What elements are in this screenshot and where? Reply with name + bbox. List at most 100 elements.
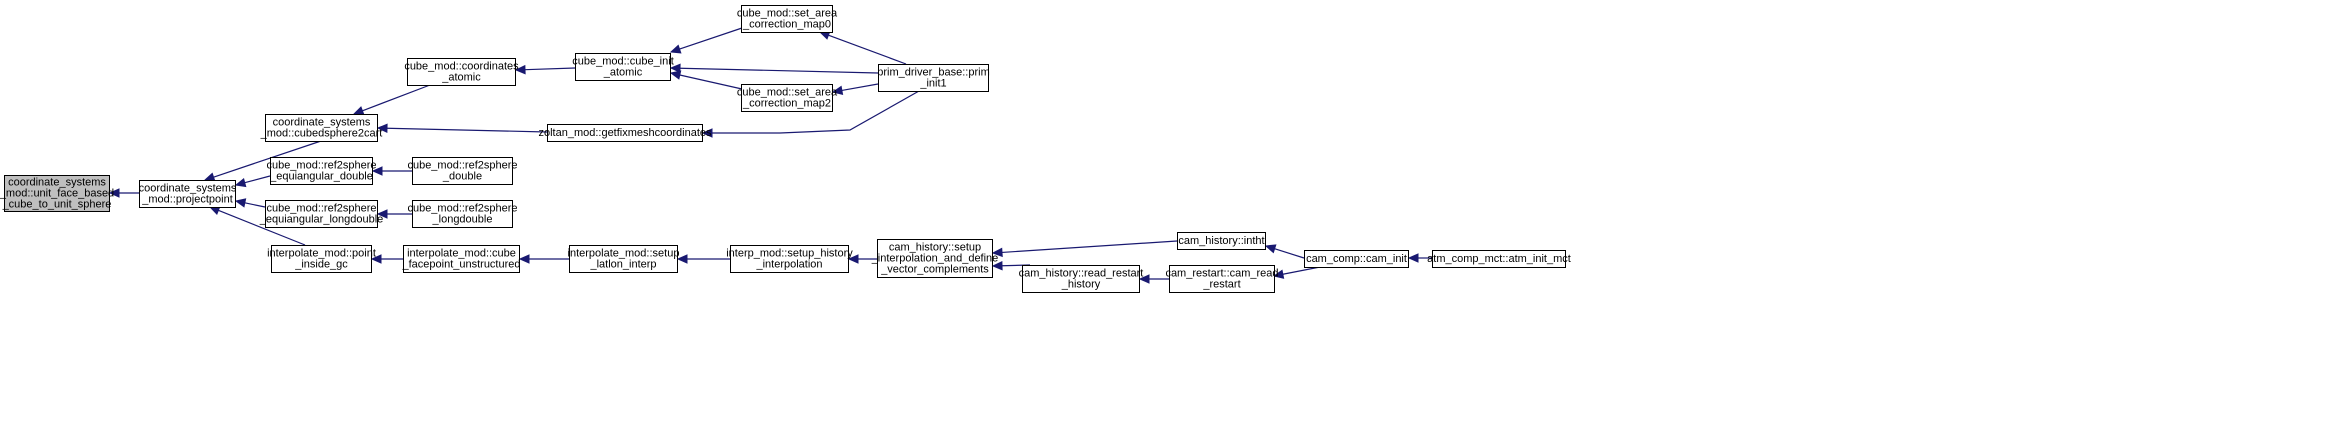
node-ref2sphere_double[interactable]: cube_mod::ref2sphere_double xyxy=(407,157,518,185)
node-coordinates_atomic[interactable]: cube_mod::coordinates_atomic xyxy=(404,58,519,86)
node-box xyxy=(139,180,236,208)
node-box xyxy=(730,245,849,273)
edge-line xyxy=(218,209,306,246)
node-label: _restart xyxy=(1202,279,1240,291)
node-label: coordinate_systems xyxy=(273,117,371,129)
arrowhead-icon xyxy=(234,177,247,188)
node-ref2sphere_longdouble[interactable]: cube_mod::ref2sphere_longdouble xyxy=(407,200,518,228)
arrowhead-icon xyxy=(376,123,388,133)
edge-line xyxy=(386,127,548,133)
edge-coordinates_atomic-to-cubedsphere2cart xyxy=(352,84,431,116)
node-label: _atomic xyxy=(441,72,481,84)
node-box xyxy=(265,200,378,228)
node-label: coordinate_systems xyxy=(139,183,237,195)
node-label: _mod::cubedsphere2cart xyxy=(260,128,383,140)
node-atm_init_mct[interactable]: atm_comp_mct::atm_init_mct xyxy=(1427,250,1571,268)
node-box xyxy=(270,157,373,185)
node-box xyxy=(877,239,993,278)
edge-ref2sphere_longdouble-to-ref2sphere_eq_longdouble xyxy=(376,209,412,219)
node-setup_latlon_interp[interactable]: interpolate_mod::setup_latlon_interp xyxy=(568,245,680,273)
node-label: _latlon_interp xyxy=(589,259,656,271)
node-point_inside_gc[interactable]: interpolate_mod::point_inside_gc xyxy=(267,245,376,273)
node-read_restart_history[interactable]: cam_history::read_restart_history xyxy=(1019,265,1144,293)
node-label: _correction_map2 xyxy=(742,98,831,110)
node-box xyxy=(878,64,989,92)
edge-cam_history_setup-to-setup_history_interpolation xyxy=(847,254,877,264)
edge-line xyxy=(841,83,879,92)
arrowhead-icon xyxy=(352,106,365,116)
node-set_area_correction_map0[interactable]: cube_mod::set_area_correction_map0 xyxy=(737,5,838,33)
node-box xyxy=(575,53,671,81)
arrowhead-icon xyxy=(991,247,1003,258)
node-intht[interactable]: cam_history::intht xyxy=(1177,232,1266,250)
arrowhead-icon xyxy=(831,85,844,96)
node-cam_history_setup[interactable]: cam_history::setup_interpolation_and_def… xyxy=(871,239,999,278)
node-label: cube_mod::set_area xyxy=(737,87,838,99)
edge-getfixmeshcoordinates-to-cubedsphere2cart xyxy=(376,123,548,133)
arrowhead-icon xyxy=(1272,269,1285,279)
arrowhead-icon xyxy=(376,209,388,219)
node-label: cam_history::setup xyxy=(889,242,981,254)
node-box xyxy=(1304,250,1409,268)
node-box xyxy=(547,124,703,142)
arrowhead-icon xyxy=(991,260,1003,271)
node-set_area_correction_map2[interactable]: cube_mod::set_area_correction_map2 xyxy=(737,84,838,112)
node-label: _double xyxy=(442,171,482,183)
arrowhead-icon xyxy=(370,254,382,264)
arrowhead-icon xyxy=(234,198,247,208)
node-label: _atomic xyxy=(603,67,643,79)
edge-atm_init_mct-to-cam_init xyxy=(1407,253,1432,263)
node-label: _interpolation xyxy=(755,259,822,271)
edge-line xyxy=(244,175,271,184)
node-box xyxy=(403,245,520,273)
node-label: _correction_map0 xyxy=(742,19,831,31)
edge-prim_init1-to-set_area_correction_map2 xyxy=(831,83,879,96)
node-cam_init[interactable]: cam_comp::cam_init xyxy=(1304,250,1409,268)
arrowhead-icon xyxy=(514,64,526,75)
arrowhead-icon xyxy=(108,188,120,198)
node-label: coordinate_systems xyxy=(8,177,106,189)
node-prim_init1[interactable]: prim_driver_base::prim_init1 xyxy=(877,64,990,92)
node-label: prim_driver_base::prim xyxy=(877,67,989,79)
node-cube_facepoint_unstructured[interactable]: interpolate_mod::cube_facepoint_unstruct… xyxy=(401,245,521,273)
edge-line xyxy=(524,67,576,71)
node-box xyxy=(271,245,372,273)
node-label: atm_comp_mct::atm_init_mct xyxy=(1427,253,1571,265)
node-cubedsphere2cart[interactable]: coordinate_systems_mod::cubedsphere2cart xyxy=(260,114,383,142)
node-label: cam_history::intht xyxy=(1178,235,1264,247)
node-cam_read_restart[interactable]: cam_restart::cam_read_restart xyxy=(1165,265,1279,293)
node-label: cube_mod::ref2sphere xyxy=(266,160,376,172)
node-label: _equiangular_double xyxy=(269,171,373,183)
node-ref2sphere_eq_double[interactable]: cube_mod::ref2sphere_equiangular_double xyxy=(266,157,377,185)
edge-line xyxy=(1001,240,1178,254)
arrowhead-icon xyxy=(1264,244,1277,254)
node-label: cube_mod::cube_init xyxy=(572,56,674,68)
node-setup_history_interpolation[interactable]: interp_mod::setup_history_interpolation xyxy=(726,245,853,273)
edge-prim_init1-to-set_area_correction_map0 xyxy=(818,30,907,65)
node-label: _init1 xyxy=(919,78,946,90)
edge-ref2sphere_double-to-ref2sphere_eq_double xyxy=(371,166,412,176)
edge-line xyxy=(362,84,431,112)
node-label: cube_mod::ref2sphere xyxy=(266,203,376,215)
arrowhead-icon xyxy=(518,254,530,264)
node-box xyxy=(569,245,678,273)
node-box xyxy=(412,200,513,228)
arrowhead-icon xyxy=(847,254,859,264)
node-root[interactable]: coordinate_systems_mod::unit_face_based_… xyxy=(0,175,114,212)
edge-set_area_correction_map2-to-cube_init_atomic xyxy=(669,70,743,90)
node-label: cam_restart::cam_read xyxy=(1165,268,1278,280)
node-box xyxy=(1022,265,1140,293)
edge-cam_init-to-cam_read_restart xyxy=(1272,266,1321,279)
edge-intht-to-cam_history_setup xyxy=(991,240,1178,258)
node-label: _inside_gc xyxy=(294,259,348,271)
node-cube_init_atomic[interactable]: cube_mod::cube_init_atomic xyxy=(572,53,674,81)
node-label: cam_comp::cam_init xyxy=(1306,253,1407,265)
node-ref2sphere_eq_longdouble[interactable]: cube_mod::ref2sphere_equiangular_longdou… xyxy=(259,200,384,228)
edge-cam_init-to-intht xyxy=(1264,244,1305,259)
node-getfixmeshcoordinates[interactable]: zoltan_mod::getfixmeshcoordinates xyxy=(538,124,712,142)
node-label: _longdouble xyxy=(432,214,493,226)
node-box xyxy=(407,58,516,86)
edge-line xyxy=(213,140,322,178)
node-projectpoint[interactable]: coordinate_systems_mod::projectpoint xyxy=(139,180,237,208)
edge-ref2sphere_eq_double-to-projectpoint xyxy=(234,175,271,188)
